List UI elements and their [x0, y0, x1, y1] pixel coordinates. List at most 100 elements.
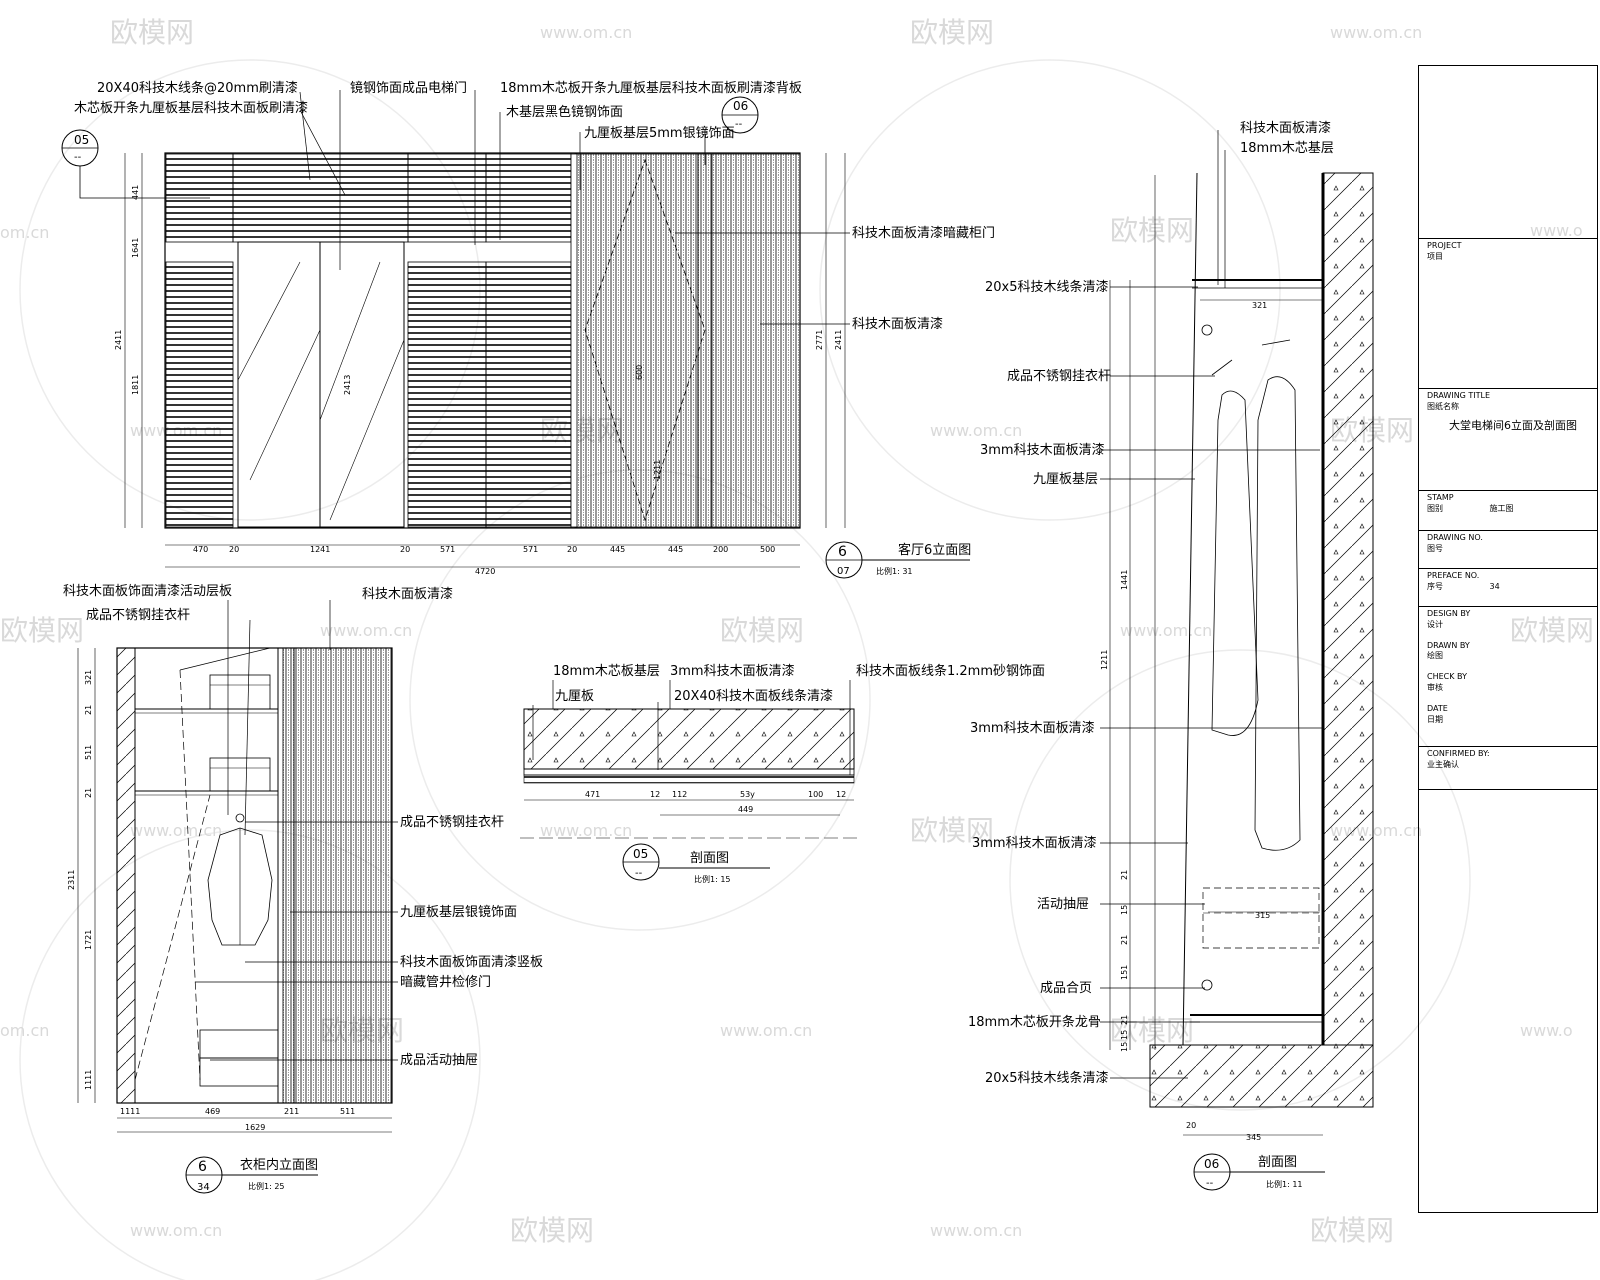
tb-check-cn: 审核: [1427, 682, 1443, 692]
dim-left: 1721: [84, 930, 93, 950]
watermark-logo: 欧模网: [1110, 1014, 1194, 1047]
drawing-scale: 比例1: 15: [694, 874, 731, 884]
label-veneer-3mm: 3mm科技木面板清漆: [980, 442, 1105, 458]
dim-left: 21: [84, 705, 93, 715]
dim: 15: [1120, 905, 1129, 915]
dim: 100: [808, 790, 823, 799]
callout-05-sub: --: [74, 152, 82, 163]
label-wood-strip: 20x5科技木线条清漆: [985, 279, 1109, 295]
dim-bottom: 20: [229, 545, 239, 554]
label-plywood: 九厘板: [555, 689, 594, 704]
watermark-url-partial: www.o: [1530, 221, 1583, 240]
dim-right: 2771: [815, 330, 824, 350]
dim: 151: [1120, 965, 1129, 980]
tb-drawing-title-en: DRAWING TITLE: [1427, 391, 1491, 400]
dim-bottom: 445: [610, 545, 625, 554]
section-06: [1100, 130, 1374, 1191]
label-vertical-panel: 科技木面板饰面清漆竖板: [400, 954, 543, 970]
label-blockboard: 18mm木芯板基层: [553, 664, 660, 679]
tb-confirmed: CONFIRMED BY: 业主确认: [1419, 746, 1597, 789]
section-06-text: 科技木面板清漆 18mm木芯基层 20x5科技木线条清漆 成品不锈钢挂衣杆 3m…: [968, 120, 1334, 1189]
label-black-mirror-steel: 木基层黑色镜钢饰面: [506, 104, 623, 120]
tb-preface-cn: 序号: [1427, 581, 1443, 591]
dim-left: 1641: [131, 238, 140, 258]
label-hinge: 成品合页: [1040, 981, 1092, 996]
watermark-logo: 欧模网: [1510, 614, 1594, 647]
drawing-callout-sheet: --: [635, 868, 643, 879]
tb-drawn-en: DRAWN BY: [1427, 640, 1470, 650]
tb-preface-en: PREFACE NO.: [1427, 571, 1480, 580]
dim-bottom: 20: [1186, 1121, 1196, 1130]
dim: 1441: [1120, 570, 1129, 590]
dim-bottom: 469: [205, 1107, 220, 1116]
dim-left: 1811: [131, 375, 140, 395]
label-veneer-3mm: 3mm科技木面板清漆: [970, 720, 1095, 736]
watermark-logo: 欧模网: [110, 16, 194, 49]
dim-left: 2311: [67, 870, 76, 890]
dim-bottom: 200: [713, 545, 728, 554]
dim-bottom: 445: [668, 545, 683, 554]
section-05-text: 18mm木芯板基层 3mm科技木面板清漆 科技木面板线条1.2mm砂钢饰面 九厘…: [553, 663, 1045, 884]
tb-check-en: CHECK BY: [1427, 672, 1467, 682]
label-movable-shelf: 科技木面板饰面清漆活动层板: [63, 583, 232, 599]
dim-bottom: 571: [523, 545, 538, 554]
tb-drawing-title: DRAWING TITLE 图纸名称 大堂电梯间6立面及剖面图: [1419, 388, 1597, 490]
tb-drawing-title-cn: 图纸名称: [1427, 401, 1459, 411]
watermark-logo: 欧模网: [1110, 214, 1194, 247]
dim: 53y: [740, 790, 755, 799]
watermark-url: www.om.cn: [930, 421, 1022, 440]
label-veneer-3mm: 3mm科技木面板清漆: [670, 663, 795, 679]
watermark-url-partial: om.cn: [0, 223, 49, 242]
dim-left: 21: [84, 788, 93, 798]
watermark-url: www.om.cn: [130, 821, 222, 840]
tb-drawing-no: DRAWING NO. 图号: [1419, 530, 1597, 568]
label-drawer: 活动抽屉: [1037, 897, 1089, 912]
dim: 471: [585, 790, 600, 799]
dim: 21: [1120, 935, 1129, 945]
drawing-scale: 比例1: 25: [248, 1181, 285, 1191]
label-wood-veneer: 科技木面板清漆: [362, 586, 453, 602]
label-veneer-3mm: 3mm科技木面板清漆: [972, 835, 1097, 851]
dim-bottom: 511: [340, 1107, 355, 1116]
callout-06-number: 06: [733, 99, 748, 113]
tb-drawing-no-en: DRAWING NO.: [1427, 533, 1483, 542]
drawing-callout-number: 05: [633, 847, 648, 861]
dim-bottom: 1111: [120, 1107, 140, 1116]
watermark-logo: 欧模网: [720, 614, 804, 647]
label-plywood-base: 九厘板基层: [1033, 472, 1098, 487]
drawing-scale: 比例1: 11: [1266, 1179, 1303, 1189]
tb-stamp-value: 施工图: [1489, 503, 1514, 513]
dim: 12: [650, 790, 660, 799]
tb-confirmed-en: CONFIRMED BY:: [1427, 749, 1490, 758]
callout-06-sub: --: [735, 119, 743, 130]
label-hidden-cabinet-door: 科技木面板清漆暗藏柜门: [852, 225, 995, 241]
tb-confirmed-cn: 业主确认: [1427, 759, 1459, 769]
drawing-callout-number: 6: [198, 1159, 207, 1175]
dim-bottom: 571: [440, 545, 455, 554]
dim-inner: 2413: [343, 375, 352, 395]
drawing-scale: 比例1: 31: [876, 566, 913, 576]
tb-stamp: STAMP 图别 施工图: [1419, 490, 1597, 530]
label-hanging-rod: 成品不锈钢挂衣杆: [86, 607, 190, 623]
label-hanging-rod: 成品不锈钢挂衣杆: [400, 814, 504, 830]
tb-project: PROJECT 项目: [1419, 238, 1597, 346]
tb-stamp-en: STAMP: [1427, 493, 1454, 502]
watermark-url: www.om.cn: [320, 621, 412, 640]
label-silver-mirror: 九厘板基层银镜饰面: [400, 905, 517, 920]
dim-left: 511: [84, 745, 93, 760]
label-sanded-steel-strip: 科技木面板线条1.2mm砂钢饰面: [856, 663, 1045, 679]
dim-inner: 1211: [653, 460, 662, 480]
tb-drawing-no-cn: 图号: [1427, 543, 1443, 553]
tb-date-en: DATE: [1427, 703, 1448, 713]
drawing-callout-sheet: 07: [837, 566, 850, 577]
tb-preface-value: 34: [1489, 581, 1500, 591]
callout-05-number: 05: [74, 133, 89, 147]
label-veneer: 科技木面板清漆: [1240, 120, 1331, 136]
watermark-url: www.om.cn: [540, 821, 632, 840]
tb-blank: [1419, 789, 1597, 889]
label-slat-strip: 20X40科技木线条@20mm刷清漆: [97, 80, 298, 96]
tb-design-en: DESIGN BY: [1427, 609, 1471, 618]
dim-right: 2411: [834, 330, 843, 350]
tb-preface-no: PREFACE NO. 序号 34: [1419, 568, 1597, 606]
